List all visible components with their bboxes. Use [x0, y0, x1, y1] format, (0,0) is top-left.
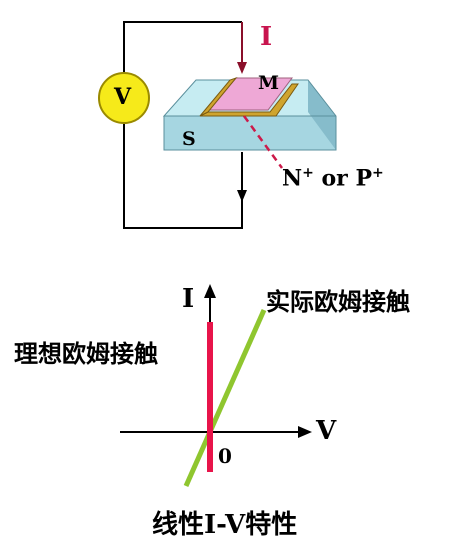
substrate-front-face	[164, 116, 336, 150]
substrate-right-face	[308, 80, 336, 150]
doping-p: P	[355, 165, 372, 192]
doping-pointer	[242, 115, 284, 169]
doping-p-sup: +	[371, 165, 384, 181]
y-axis-arrow	[204, 284, 216, 298]
metal-label: M	[258, 72, 280, 94]
x-axis-label: V	[316, 416, 337, 446]
doping-n: N	[282, 165, 303, 192]
wire-top	[123, 21, 242, 72]
bottom-arrow-head	[237, 190, 247, 202]
y-axis-label: I	[182, 284, 195, 314]
origin-label: 0	[218, 444, 232, 468]
doped-strip-left	[199, 76, 238, 117]
substrate-label: S	[182, 128, 196, 150]
voltmeter-label: V	[114, 84, 132, 110]
doping-n-sup: +	[302, 165, 314, 181]
substrate-edges	[162, 79, 337, 151]
current-arrow-head	[237, 62, 247, 74]
x-axis-arrow	[298, 426, 312, 438]
current-label: I	[260, 22, 273, 52]
ideal-label: 理想欧姆接触	[14, 339, 158, 368]
doping-or: or	[313, 165, 356, 192]
caption: 线性I-V特性	[152, 510, 298, 540]
actual-label: 实际欧姆接触	[266, 287, 410, 316]
doping-label: N+ or P+	[282, 166, 384, 189]
actual-contact-line	[183, 308, 267, 488]
voltmeter-circle	[98, 72, 150, 124]
